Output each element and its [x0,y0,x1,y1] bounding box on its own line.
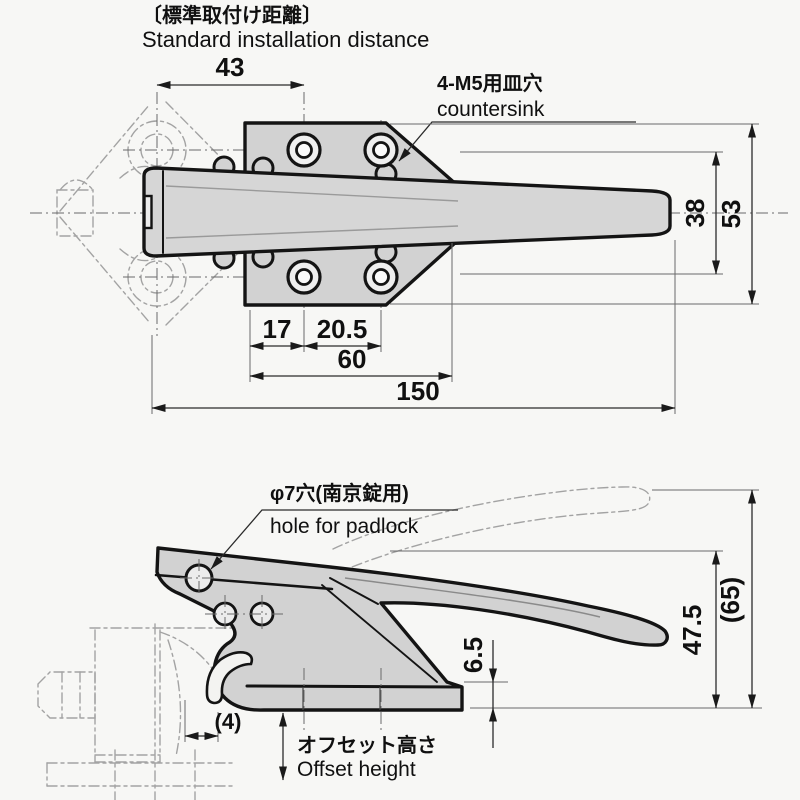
dim-4-value: (4) [215,709,242,734]
dim-4: (4) [184,700,242,742]
top-view: 43 4-M5用皿穴 countersink 38 53 [30,52,788,414]
dim-20-5: 20.5 [303,314,382,350]
offset-label-en: Offset height [297,758,416,781]
phantom-keeper-side [37,623,279,800]
phantom-open-handle [332,486,651,568]
dim-150: 150 [151,240,676,414]
countersink-note: 4-M5用皿穴 countersink [398,71,636,162]
countersink-hole [363,132,399,168]
countersink-hole [363,259,399,295]
countersink-holes [286,132,399,295]
dim-47-5-value: 47.5 [677,605,707,656]
title-block: 〔標準取付け距離〕 Standard installation distance [142,3,429,52]
dim-47-5: 47.5 [390,550,762,709]
countersink-label-jp: 4-M5用皿穴 [437,71,543,95]
title-japanese: 〔標準取付け距離〕 [142,3,322,27]
countersink-label-en: countersink [437,98,545,121]
dim-43: 43 [156,52,305,89]
dim-150-value: 150 [396,376,439,406]
dim-60-value: 60 [338,344,367,374]
rivet-holes [205,595,283,633]
countersink-hole [286,259,322,295]
dim-38: 38 [460,151,723,275]
latch-bar [142,166,672,258]
side-view: φ7穴(南京錠用) hole for padlock 47.5 (65) 6.5 [37,481,762,800]
bar-end-notch [143,194,153,230]
dim-65: (65) [652,489,759,709]
offset-height-note: オフセット高さ Offset height [279,712,437,781]
padlock-hole [180,559,218,597]
offset-label-jp: オフセット高さ [297,733,437,757]
dim-43-value: 43 [216,52,245,82]
dim-38-value: 38 [680,199,710,228]
countersink-hole [286,132,322,168]
dim-17-value: 17 [263,314,292,344]
dim-6-5-value: 6.5 [458,637,488,673]
padlock-label-en: hole for padlock [270,515,419,538]
padlock-note: φ7穴(南京錠用) hole for padlock [210,481,458,570]
dim-53-value: 53 [716,200,746,229]
dim-60: 60 [249,243,453,382]
padlock-label-jp: φ7穴(南京錠用) [270,481,409,505]
dim-65-value: (65) [715,577,745,623]
dim-6-5: 6.5 [458,637,508,748]
hook-slot [205,651,254,705]
dim-20-5-value: 20.5 [317,314,368,344]
title-english: Standard installation distance [142,27,429,52]
